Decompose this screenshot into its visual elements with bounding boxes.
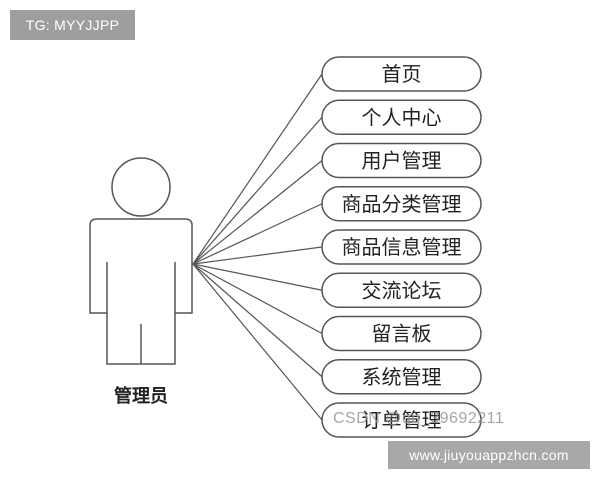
use-case: 商品信息管理 xyxy=(321,229,482,265)
use-case-label: 订单管理 xyxy=(362,408,442,432)
site-badge: www.jiuyouappzhcn.com xyxy=(388,441,590,469)
association-line xyxy=(192,263,323,291)
actor-label: 管理员 xyxy=(114,385,168,407)
actor-head xyxy=(111,157,171,217)
use-case-oval xyxy=(321,272,482,308)
use-case: 交流论坛 xyxy=(321,272,482,308)
use-case: 用户管理 xyxy=(321,142,482,179)
association-line xyxy=(192,246,323,265)
use-case-label: 交流论坛 xyxy=(362,278,442,302)
use-case-oval xyxy=(321,99,482,135)
use-case: 留言板 xyxy=(321,315,482,352)
use-case-label: 留言板 xyxy=(372,322,432,346)
use-case-label: 首页 xyxy=(382,62,422,86)
use-case-oval xyxy=(321,315,482,352)
csdn-watermark: CSDN @qq_39692211 xyxy=(333,410,505,427)
use-case-oval xyxy=(321,142,482,179)
use-case-oval xyxy=(321,359,482,395)
use-case-label: 商品分类管理 xyxy=(342,192,462,216)
association-line xyxy=(192,263,323,378)
association-line xyxy=(192,203,323,265)
use-case-oval xyxy=(321,229,482,265)
use-case-oval xyxy=(321,186,482,222)
use-case-label: 用户管理 xyxy=(362,149,442,173)
association-lines xyxy=(192,73,323,421)
association-line xyxy=(192,160,323,265)
association-line xyxy=(192,263,323,335)
use-case: 订单管理 xyxy=(321,402,482,438)
use-case-label: 商品信息管理 xyxy=(342,235,462,259)
use-case-label: 个人中心 xyxy=(362,105,442,129)
association-line xyxy=(192,263,323,421)
actor-body xyxy=(89,218,193,365)
use-case: 个人中心 xyxy=(321,99,482,135)
use-case: 商品分类管理 xyxy=(321,186,482,222)
use-case: 系统管理 xyxy=(321,359,482,395)
association-line xyxy=(192,73,323,265)
use-case: 首页 xyxy=(321,56,482,92)
use-case-oval xyxy=(321,402,482,438)
use-case-oval xyxy=(321,56,482,92)
actor-figure xyxy=(89,157,193,365)
association-line xyxy=(192,116,323,265)
tg-badge: TG: MYYJJPP xyxy=(10,10,135,40)
use-case-label: 系统管理 xyxy=(362,365,442,389)
